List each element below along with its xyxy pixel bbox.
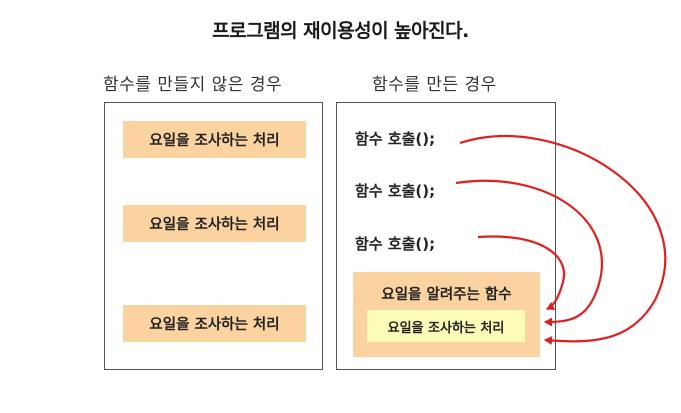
left-caption: 함수를 만들지 않은 경우 (103, 75, 283, 95)
process-block-3: 요일을 조사하는 처리 (123, 305, 306, 342)
right-caption: 함수를 만든 경우 (372, 75, 497, 95)
call-arrow-2 (455, 179, 603, 327)
function-name-label: 요일을 알려주는 함수 (381, 287, 512, 303)
process-block-2: 요일을 조사하는 처리 (123, 205, 306, 242)
process-block-1: 요일을 조사하는 처리 (123, 121, 306, 158)
diagram-title: 프로그램의 재이용성이 높아진다. (212, 20, 469, 42)
function-call-2: 함수 호출(); (355, 182, 436, 200)
function-body-block: 요일을 조사하는 처리 (367, 310, 525, 342)
function-call-3: 함수 호출(); (355, 235, 436, 253)
function-call-1: 함수 호출(); (355, 130, 436, 148)
call-arrow-3 (477, 235, 566, 310)
function-definition-box: 요일을 알려주는 함수 요일을 조사하는 처리 (353, 272, 540, 357)
call-arrow-1 (459, 134, 667, 346)
